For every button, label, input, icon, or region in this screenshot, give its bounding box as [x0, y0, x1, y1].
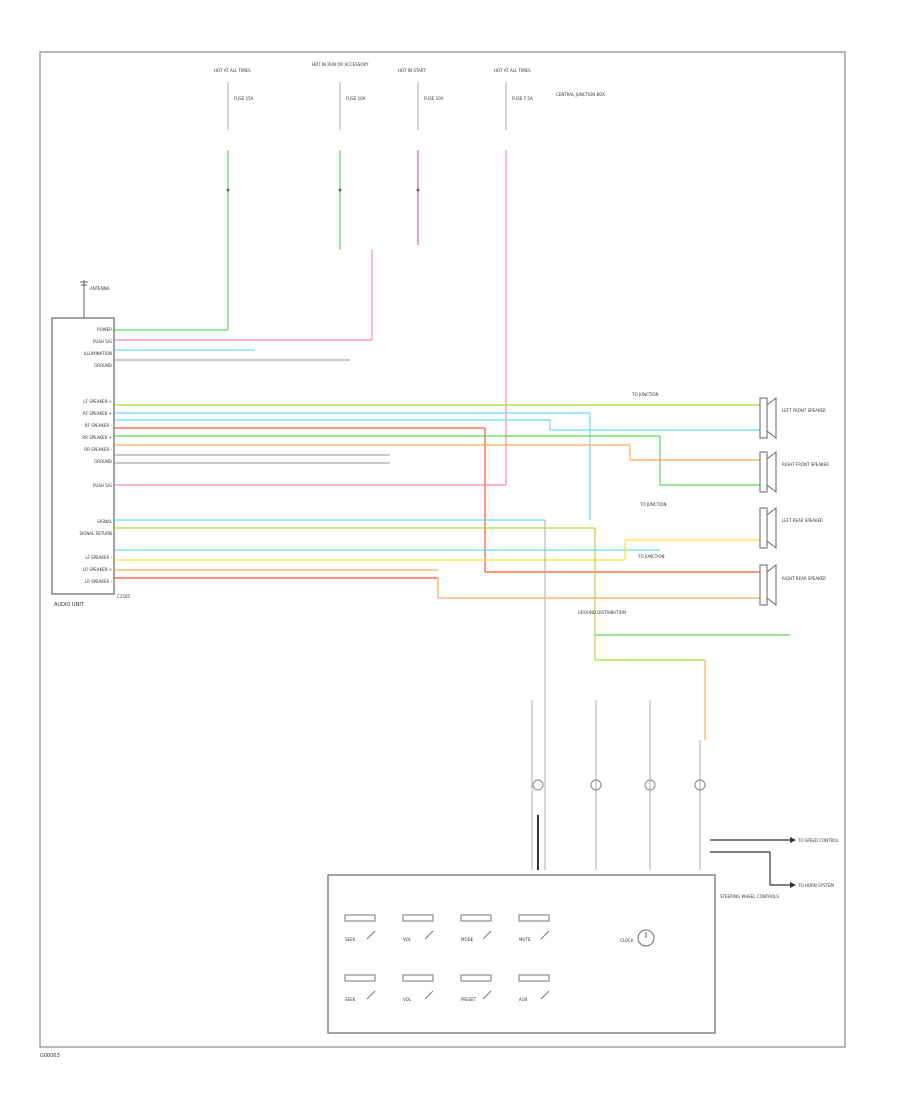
fuse-label-3: HOT IN START: [398, 68, 426, 73]
switch-label: MODE: [461, 937, 474, 942]
pin-label: GROUND: [94, 459, 112, 464]
pin-label: RF SPEAKER +: [83, 411, 112, 416]
module-connectors: [531, 700, 706, 870]
switch-contact: [424, 990, 434, 1000]
switch-label: SEEK: [345, 937, 356, 942]
switch-resistor: [460, 974, 492, 982]
switch-resistor: [402, 974, 434, 982]
fuse-rating-4: FUSE 7.5A: [512, 96, 533, 101]
speaker-label-3: LEFT REAR SPEAKER: [782, 518, 823, 523]
pin-label: LR SPEAKER -: [85, 579, 113, 584]
right-rear-speaker-icon: [759, 563, 777, 607]
switch-resistor: [518, 974, 550, 982]
switch-resistor: [518, 914, 550, 922]
switch-resistor: [402, 914, 434, 922]
fuse-column-4: HOT AT ALL TIMES FUSE 7.5A: [494, 68, 533, 485]
audio-unit-connector: C2505: [117, 594, 130, 599]
fuse-column-3: HOT IN START FUSE 10A: [398, 68, 444, 245]
speaker-label-4: RIGHT REAR SPEAKER: [782, 576, 826, 581]
switch-contact: [424, 930, 434, 940]
switch-contact: [540, 930, 550, 940]
steering-wheel-module-label: STEERING WHEEL CONTROLS: [720, 894, 779, 899]
right-note-1: TO SPEED CONTROL: [797, 838, 840, 843]
pin-label: RF SPEAKER -: [85, 423, 113, 428]
switch-label: VOL: [403, 997, 412, 1002]
switch-resistor: [344, 914, 376, 922]
switch-contact: [366, 990, 376, 1000]
footer-code: G00063: [40, 1053, 60, 1059]
switch-contact: [482, 930, 492, 940]
antenna-icon: [80, 280, 88, 318]
audio-unit-box: [51, 317, 115, 595]
switch-label: PRESET: [461, 997, 477, 1002]
fuse-column-2: HOT IN RUN OR ACCESSORY FUSE 10A: [312, 62, 369, 250]
pin-label: RR SPEAKER -: [84, 447, 112, 452]
pin-label: PUSH SIG: [93, 339, 112, 344]
antenna-label: ANTENNA: [90, 286, 110, 291]
switch-label: AUX: [519, 997, 528, 1002]
switch-label: MUTE: [519, 937, 531, 942]
fuse-column-1: HOT AT ALL TIMES FUSE 15A: [214, 68, 254, 330]
splice-label-1: TO JUNCTION: [631, 392, 659, 397]
steering-wheel-module-box: [327, 874, 716, 1034]
diagram-frame: [39, 51, 846, 1048]
splice-label-2: TO JUNCTION: [639, 502, 667, 507]
fuse-label-1: HOT AT ALL TIMES: [214, 68, 251, 73]
pin-label: PUSH SIG: [93, 483, 112, 488]
speaker-label-1: LEFT FRONT SPEAKER: [782, 408, 826, 413]
right-front-speaker-icon: [759, 450, 777, 494]
pin-label: GROUND: [94, 363, 112, 368]
switch-contact: [482, 990, 492, 1000]
pin-label: LR SPEAKER +: [83, 567, 112, 572]
pin-label: SIGNAL RETURN: [80, 531, 113, 536]
switch-group: SEEK VOL MODE MUTE SEEK VOL PRESET AUX: [344, 914, 550, 1002]
ground-note: GROUND DISTRIBUTION: [578, 610, 626, 615]
right-note-2: TO HORN SYSTEM: [797, 883, 835, 888]
clock-label: CLOCK: [620, 938, 634, 943]
pin-label: LF SPEAKER -: [85, 555, 112, 560]
switch-label: VOL: [403, 937, 412, 942]
right-side-arrows: [710, 837, 796, 888]
left-rear-speaker-icon: [759, 506, 777, 550]
splice-label-3: TO JUNCTION: [637, 554, 665, 559]
pin-label: RR SPEAKER +: [82, 435, 112, 440]
fuse-label-4: HOT AT ALL TIMES: [494, 68, 531, 73]
pin-label: ILLUMINATION: [84, 351, 112, 356]
central-junction-label: CENTRAL JUNCTION BOX: [556, 92, 605, 97]
switch-resistor: [460, 914, 492, 922]
pin-label: SIGNAL: [97, 519, 113, 524]
clock-icon: [637, 929, 655, 947]
pin-label-group: POWER PUSH SIG ILLUMINATION GROUND LF SPEAKE…: [80, 327, 113, 584]
fuse-rating-3: FUSE 10A: [424, 96, 444, 101]
pin-label: LF SPEAKER +: [83, 399, 112, 404]
fuse-rating-2: FUSE 10A: [346, 96, 366, 101]
fuse-rating-1: FUSE 15A: [234, 96, 254, 101]
left-front-speaker-icon: [759, 396, 777, 440]
switch-contact: [366, 930, 376, 940]
speaker-label-2: RIGHT FRONT SPEAKER: [782, 462, 829, 467]
fuse-label-2: HOT IN RUN OR ACCESSORY: [312, 62, 369, 67]
switch-label: SEEK: [345, 997, 356, 1002]
audio-unit-label: AUDIO UNIT: [54, 602, 85, 608]
pin-label: POWER: [97, 327, 112, 332]
switch-contact: [540, 990, 550, 1000]
switch-resistor: [344, 974, 376, 982]
